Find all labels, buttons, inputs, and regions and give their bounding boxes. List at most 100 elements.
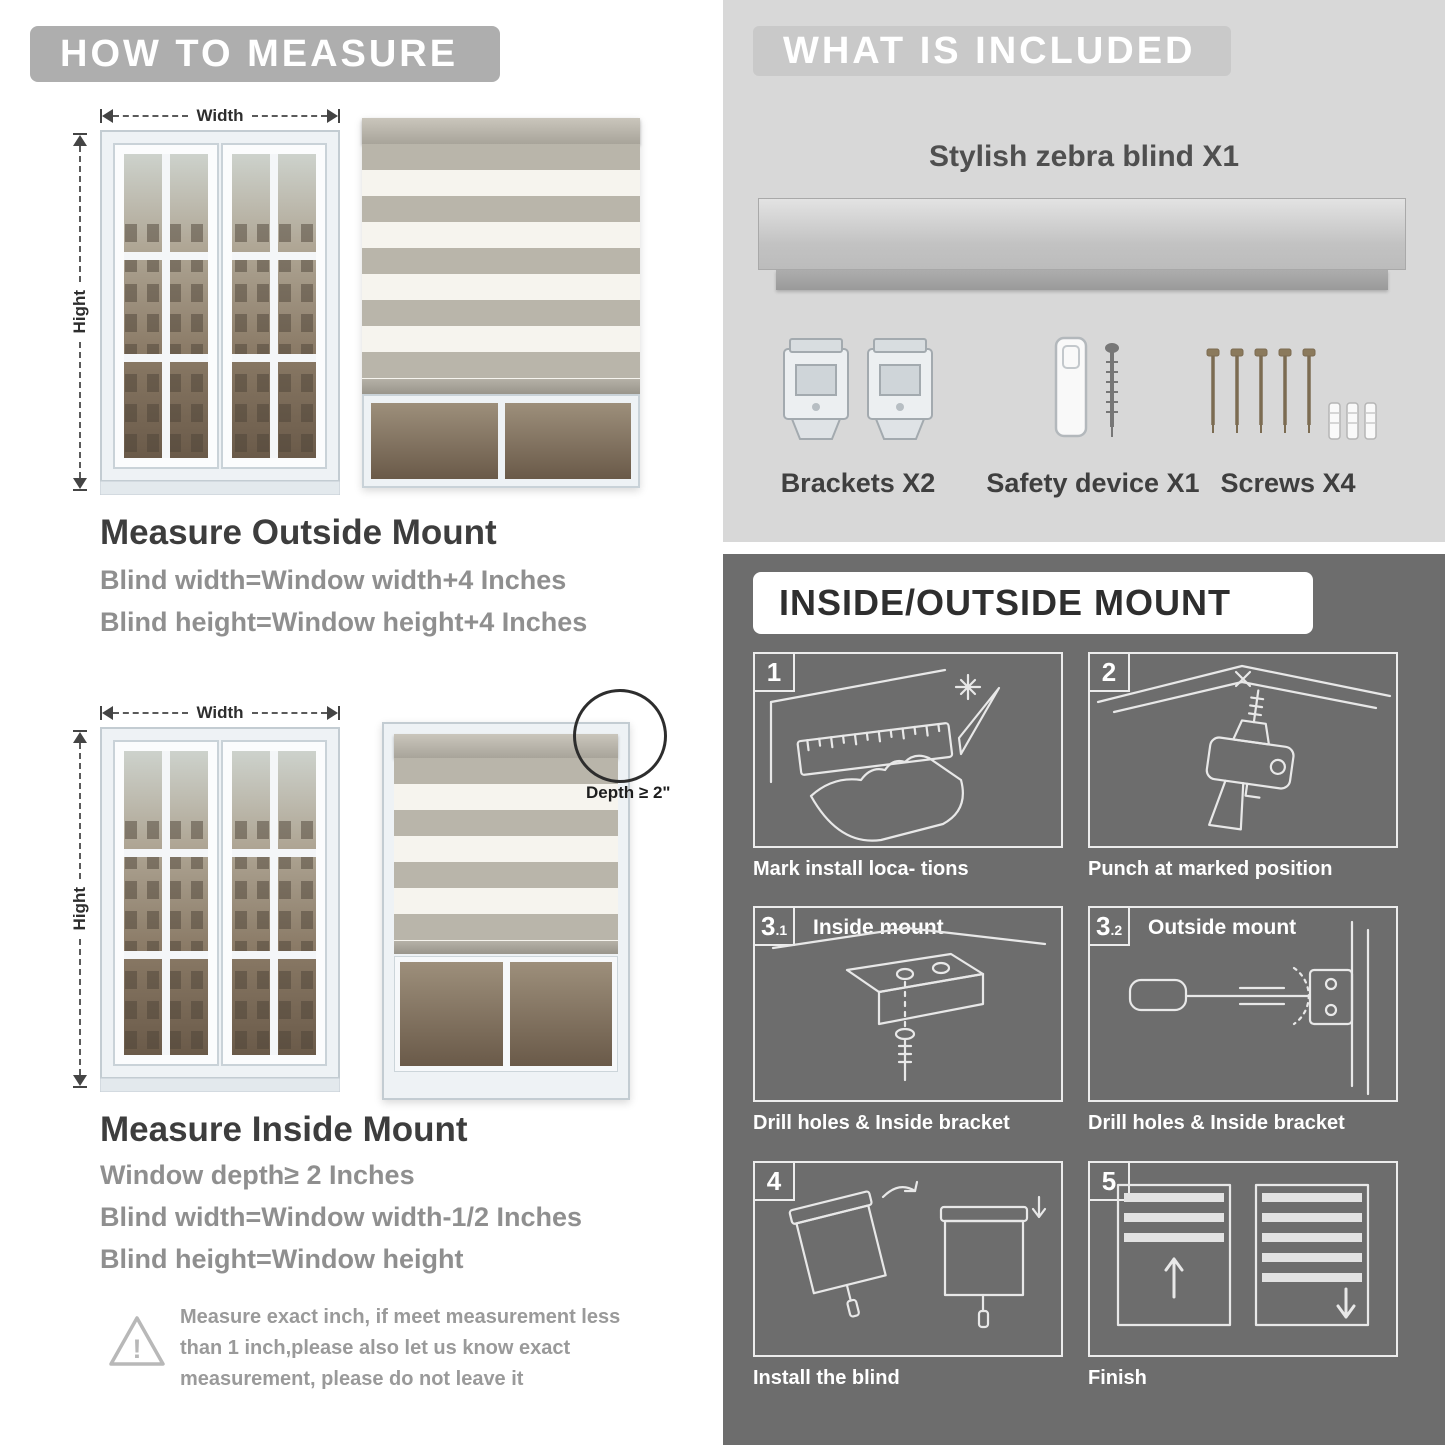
step-3-1-caption: Drill holes & Inside bracket xyxy=(753,1112,1010,1134)
step-number: 2 xyxy=(1090,654,1130,692)
window-inside-figure xyxy=(100,727,340,1092)
arrow-dash xyxy=(113,115,189,117)
blind-headrail xyxy=(362,118,640,144)
step-number: 3.2 xyxy=(1090,908,1131,946)
step-title: Inside mount xyxy=(813,916,944,939)
height-arrow-2: Hight xyxy=(70,730,90,1088)
arrow-dash xyxy=(113,712,189,714)
height-label: Hight xyxy=(70,887,89,931)
measure-note: Measure exact inch, if meet measurement … xyxy=(180,1306,621,1390)
inside-mount-line3: Blind height=Window height xyxy=(100,1244,464,1274)
step-3-2-caption: Drill holes & Inside bracket xyxy=(1088,1112,1345,1134)
arrowhead-down-icon xyxy=(73,478,87,489)
arrow-tick xyxy=(100,109,102,123)
depth-callout-circle xyxy=(573,689,667,783)
screws-icon xyxy=(1206,348,1377,440)
step-1-box: 1 xyxy=(753,652,1063,848)
outside-mount-line1: Blind width=Window width+4 Inches xyxy=(100,565,567,595)
outside-mount-line2: Blind height=Window height+4 Inches xyxy=(100,607,588,637)
arrowhead-left-icon xyxy=(102,109,113,123)
depth-callout-label: Depth ≥ 2" xyxy=(586,783,671,802)
step-4-panel: 4 xyxy=(753,1161,1063,1390)
step-5-panel: 5 xyxy=(1088,1161,1398,1390)
drill-illustration xyxy=(1096,664,1392,831)
blind-bottomrail xyxy=(394,941,618,954)
window-pane xyxy=(509,962,612,1066)
arrow-dash xyxy=(79,341,81,478)
arrow-dash xyxy=(251,115,327,117)
step-4-caption: Install the blind xyxy=(753,1367,900,1389)
arrow-dash xyxy=(79,146,81,283)
screws-label: Screws X4 xyxy=(1220,468,1356,498)
step-1-panel: 1 Mark i xyxy=(753,652,1063,881)
how-to-measure-header: HOW TO MEASURE xyxy=(30,26,500,82)
install-blind-illustration xyxy=(788,1180,1047,1329)
what-is-included-section: WHAT IS INCLUDED Stylish zebra blind X1 xyxy=(723,0,1445,542)
arrow-tick xyxy=(73,730,87,732)
step-4-box: 4 xyxy=(753,1161,1063,1357)
step-3-1-panel: 3.1 Inside mount xyxy=(753,906,1063,1135)
step-5-box: 5 xyxy=(1088,1161,1398,1357)
inside-mount-line1: Window depth≥ 2 Inches xyxy=(100,1160,415,1190)
arrow-tick xyxy=(73,1086,87,1088)
step-5-caption: Finish xyxy=(1088,1367,1147,1389)
arrowhead-right-icon xyxy=(327,706,338,720)
window-below-blind xyxy=(362,394,640,488)
step-2-panel: 2 xyxy=(1088,652,1398,881)
step-number: 1 xyxy=(755,654,795,692)
step-number: 5 xyxy=(1090,1163,1130,1201)
warning-icon: ! xyxy=(109,1316,165,1366)
arrowhead-down-icon xyxy=(73,1075,87,1086)
arrow-dash xyxy=(79,938,81,1075)
what-is-included-header: WHAT IS INCLUDED xyxy=(753,26,1231,76)
mount-instructions-section: INSIDE/OUTSIDE MOUNT 1 xyxy=(723,554,1445,1445)
inside-mount-title: Measure Inside Mount xyxy=(100,1110,468,1149)
width-arrow-1: Width xyxy=(100,106,340,126)
arrow-tick xyxy=(338,109,340,123)
step-title: Outside mount xyxy=(1148,916,1297,939)
step-3-1-box: 3.1 Inside mount xyxy=(753,906,1063,1102)
width-arrow-2: Width xyxy=(100,703,340,723)
window-illustration xyxy=(100,727,340,1092)
step-number: 3.1 xyxy=(755,908,796,946)
mount-section-header: INSIDE/OUTSIDE MOUNT xyxy=(753,572,1313,634)
arrow-dash xyxy=(251,712,327,714)
blind-cassette-image xyxy=(758,198,1406,270)
arrow-tick xyxy=(338,706,340,720)
zebra-blind-outside-figure xyxy=(362,118,640,488)
step-3-2-box: 3.2 Outside mount xyxy=(1088,906,1398,1102)
blind-bottomrail xyxy=(362,379,640,394)
outside-bracket-illustration xyxy=(1128,920,1370,1096)
width-label: Width xyxy=(196,106,244,125)
window-pane xyxy=(400,962,503,1066)
arrowhead-up-icon xyxy=(73,732,87,743)
finish-illustration xyxy=(1116,1183,1370,1327)
mark-locations-illustration xyxy=(769,668,1001,842)
blind-stripes xyxy=(394,758,618,941)
warning-exclamation: ! xyxy=(133,1334,142,1364)
arrowhead-up-icon xyxy=(73,135,87,146)
arrow-tick xyxy=(73,133,87,135)
blind-stripes xyxy=(362,144,640,379)
outside-mount-title: Measure Outside Mount xyxy=(100,513,497,552)
safety-device-label: Safety device X1 xyxy=(986,468,1200,498)
arrowhead-left-icon xyxy=(102,706,113,720)
window-outside-figure xyxy=(100,130,340,495)
step-1-caption: Mark install loca- tions xyxy=(753,858,969,880)
step-2-caption: Punch at marked position xyxy=(1088,858,1333,880)
safety-device-icon xyxy=(1054,336,1119,438)
window-pane xyxy=(371,403,498,479)
step-2-box: 2 xyxy=(1088,652,1398,848)
arrow-tick xyxy=(100,706,102,720)
blind-cassette-lip xyxy=(776,270,1388,290)
arrow-tick xyxy=(73,489,87,491)
arrow-dash xyxy=(79,743,81,880)
width-label: Width xyxy=(196,703,244,722)
brackets-label: Brackets X2 xyxy=(780,468,936,498)
arrowhead-right-icon xyxy=(327,109,338,123)
height-arrow-1: Hight xyxy=(70,133,90,491)
brackets-icon xyxy=(783,338,933,440)
inside-mount-line2: Blind width=Window width-1/2 Inches xyxy=(100,1202,583,1232)
step-3-2-panel: 3.2 Outside mount xyxy=(1088,906,1398,1135)
window-below-blind xyxy=(394,956,618,1072)
